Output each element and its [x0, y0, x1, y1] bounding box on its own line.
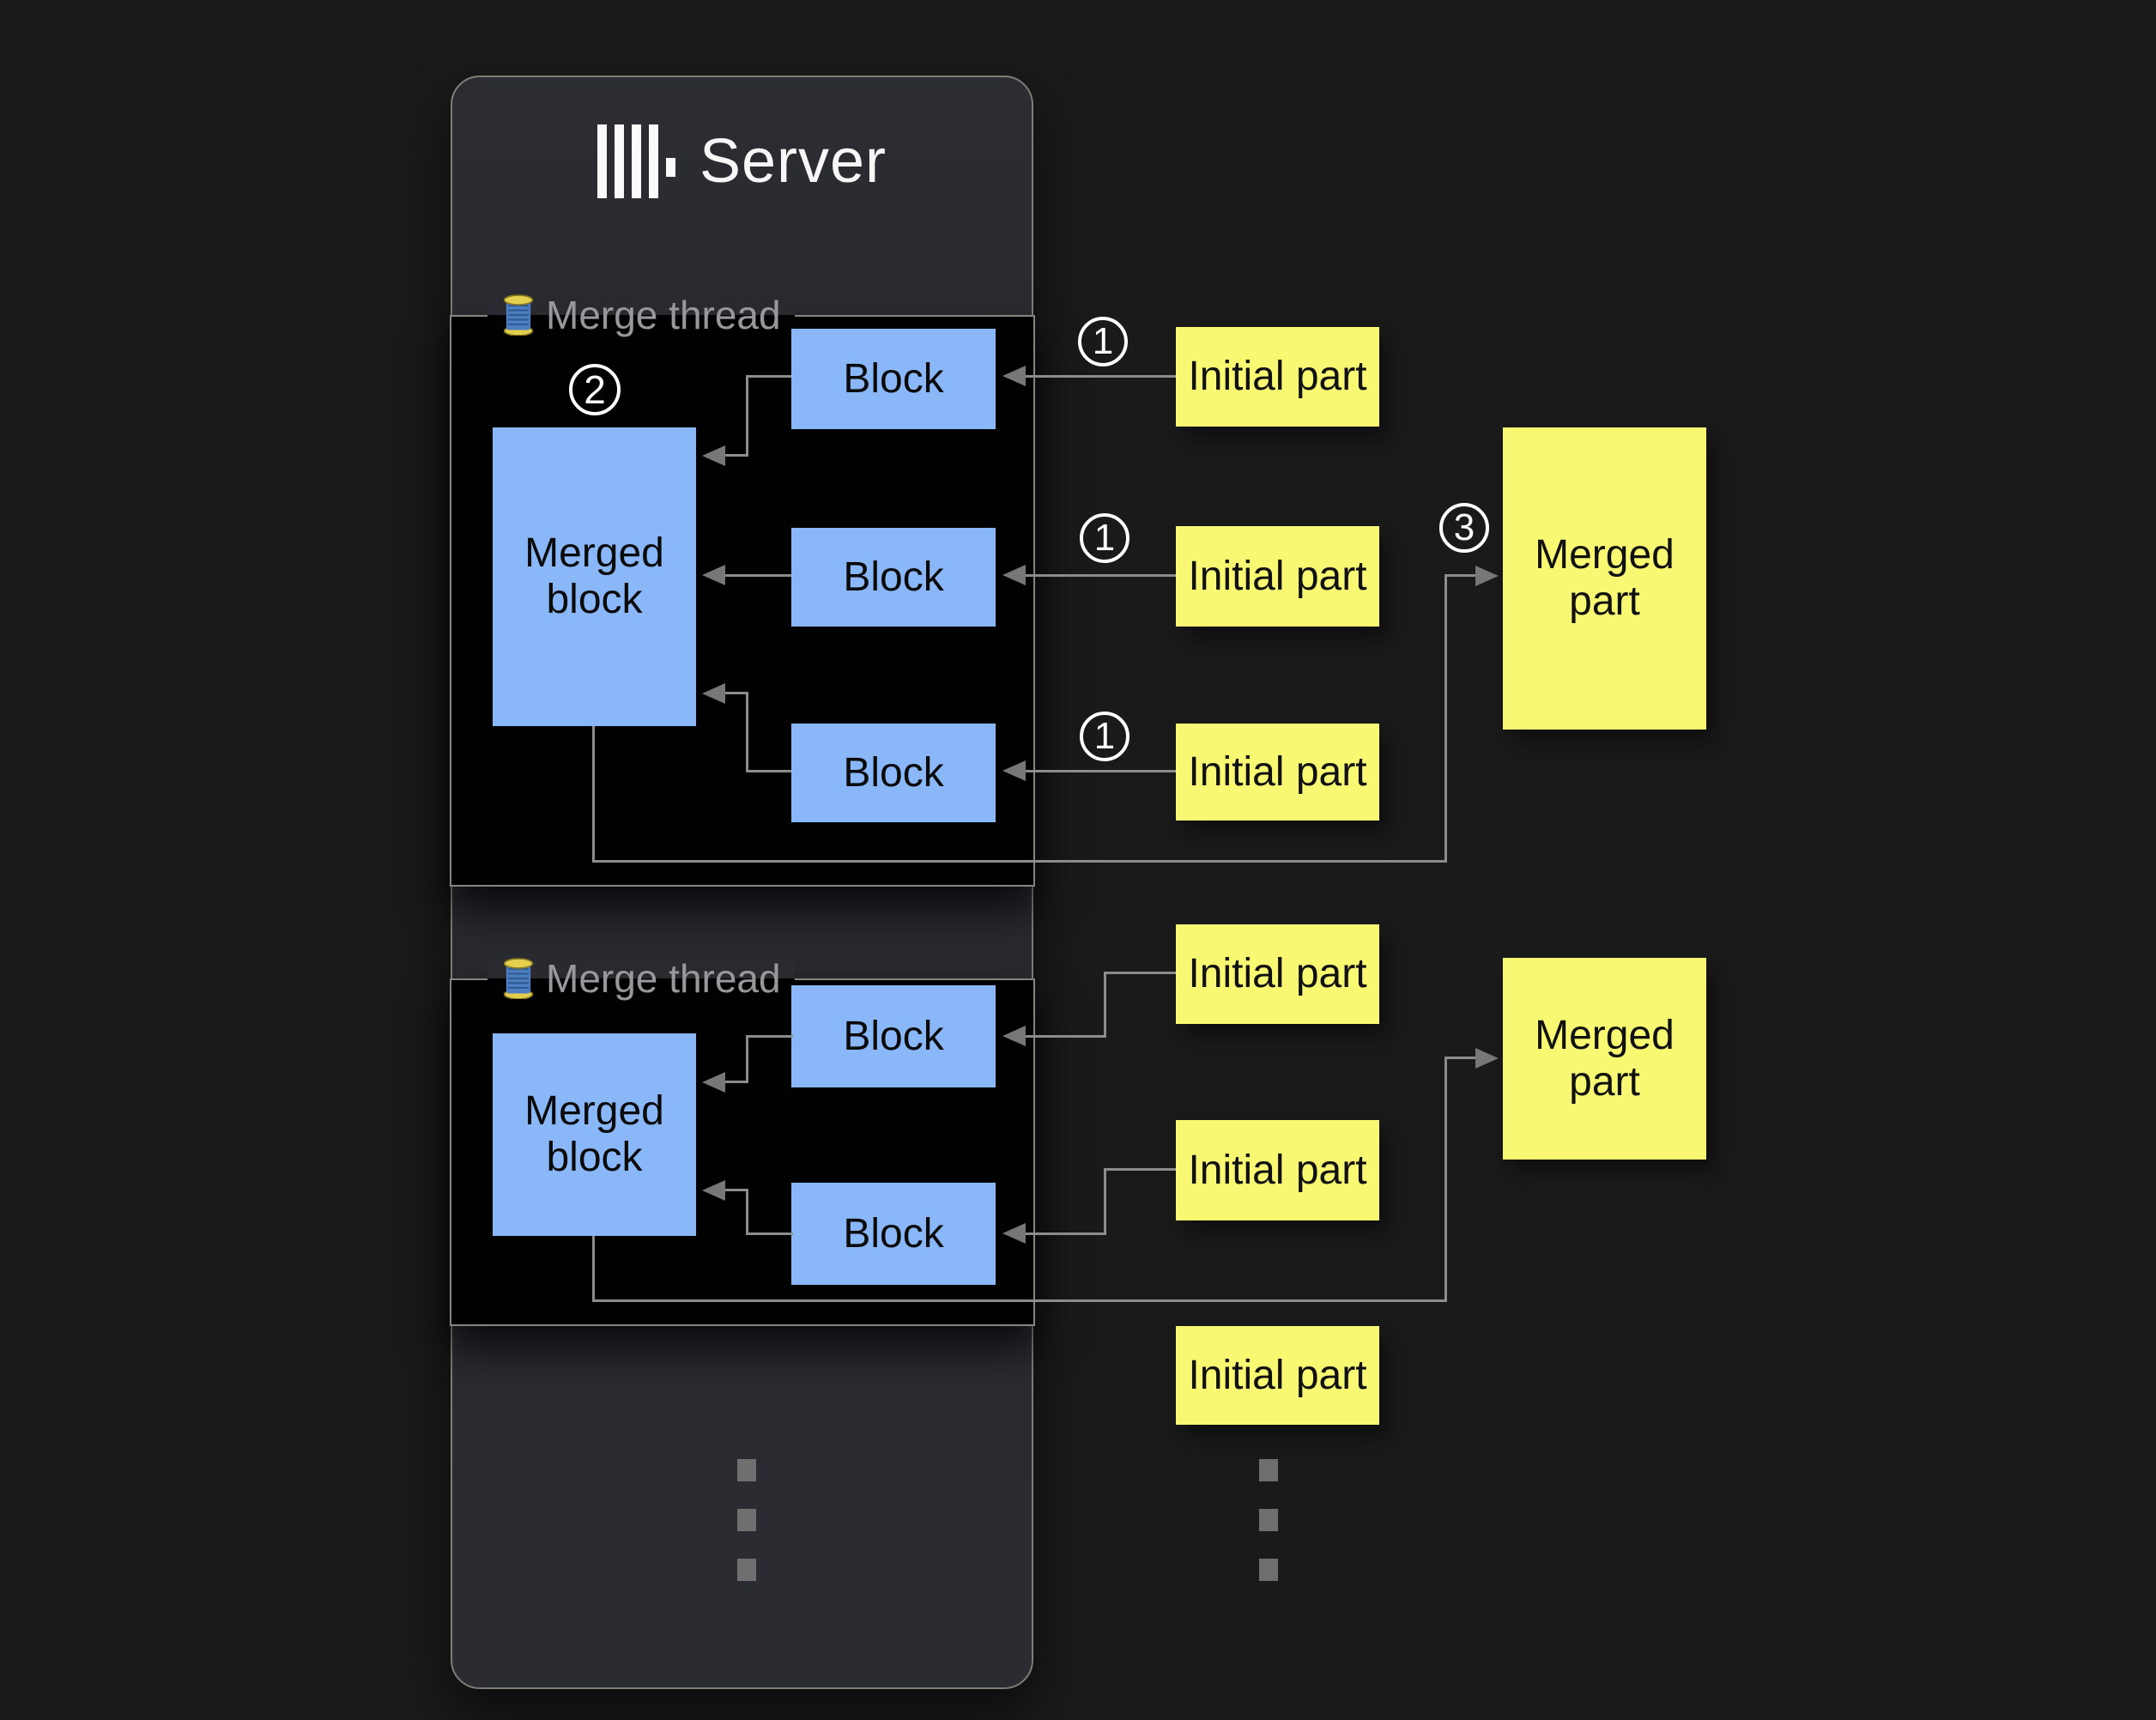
initial-part-2: Initial part	[1176, 526, 1379, 627]
connector-line	[1025, 770, 1176, 772]
connector-line	[724, 692, 748, 694]
block-3: Block	[791, 724, 996, 822]
ellipsis-dot	[737, 1509, 756, 1531]
arrowhead-icon	[1475, 1048, 1499, 1069]
connector-line	[1104, 1168, 1176, 1171]
connector-line	[724, 454, 748, 457]
connector-line	[724, 1081, 748, 1083]
server-title-label: Server	[699, 127, 887, 196]
server-title: Server	[451, 110, 1033, 213]
step-badge-1a: 1	[1078, 317, 1128, 366]
ellipsis-dot	[737, 1459, 756, 1481]
arrowhead-icon	[702, 445, 725, 466]
connector-line	[746, 375, 791, 378]
connector-line	[1444, 1057, 1447, 1302]
connector-line	[746, 1035, 793, 1038]
arrowhead-icon	[702, 1072, 725, 1093]
step-badge-1b: 1	[1080, 513, 1129, 563]
merge-thread-label: Merge thread	[546, 293, 781, 337]
merge-thread-header-2: Merge thread	[488, 954, 795, 1002]
arrowhead-icon	[702, 683, 725, 704]
connector-line	[746, 375, 748, 457]
merge-thread-label: Merge thread	[546, 956, 781, 1001]
arrowhead-icon	[1002, 565, 1026, 585]
connector-line	[746, 1035, 748, 1083]
merged-part-1: Merged part	[1503, 427, 1706, 730]
arrowhead-icon	[702, 565, 725, 585]
connector-line	[592, 860, 1447, 863]
merged-part-2: Merged part	[1503, 958, 1706, 1160]
thread-spool-icon	[503, 958, 534, 999]
ellipsis-dot	[1259, 1509, 1278, 1531]
merge-thread-header-1: Merge thread	[488, 291, 795, 339]
clickhouse-logo-icon	[597, 124, 675, 198]
initial-part-4: Initial part	[1176, 924, 1379, 1024]
connector-line	[1104, 972, 1106, 1038]
connector-line	[1444, 575, 1447, 863]
connector-line	[724, 1189, 748, 1191]
arrowhead-icon	[1002, 1026, 1026, 1046]
block-4: Block	[791, 985, 996, 1087]
ellipsis-dot	[737, 1559, 756, 1581]
connector-line	[592, 1236, 595, 1302]
step-badge-1c: 1	[1080, 712, 1129, 761]
connector-line	[746, 770, 791, 772]
arrowhead-icon	[1002, 760, 1026, 781]
arrowhead-icon	[1002, 1223, 1026, 1244]
connector-line	[746, 1232, 793, 1235]
connector-line	[1025, 1232, 1105, 1235]
block-2: Block	[791, 528, 996, 627]
connector-line	[746, 1190, 748, 1235]
initial-part-5: Initial part	[1176, 1120, 1379, 1220]
step-badge-3: 3	[1439, 503, 1489, 553]
initial-part-1: Initial part	[1176, 327, 1379, 427]
merged-block-2: Merged block	[493, 1033, 696, 1236]
arrowhead-icon	[1002, 366, 1026, 386]
ellipsis-dot	[1259, 1559, 1278, 1581]
connector-line	[1025, 574, 1176, 577]
connector-line	[592, 1299, 1447, 1302]
block-5: Block	[791, 1183, 996, 1285]
connector-line	[724, 574, 791, 577]
connector-line	[592, 726, 595, 863]
connector-line	[1444, 574, 1477, 577]
connector-line	[1025, 375, 1176, 378]
connector-line	[1025, 1035, 1105, 1038]
initial-part-3: Initial part	[1176, 724, 1379, 821]
arrowhead-icon	[702, 1180, 725, 1201]
connector-line	[1444, 1057, 1477, 1059]
thread-spool-icon	[503, 294, 534, 336]
block-1: Block	[791, 329, 996, 429]
connector-line	[1104, 1168, 1106, 1235]
merged-block-1: Merged block	[493, 427, 696, 726]
initial-part-6: Initial part	[1176, 1326, 1379, 1425]
arrowhead-icon	[1475, 566, 1499, 586]
ellipsis-dot	[1259, 1459, 1278, 1481]
connector-line	[746, 693, 748, 772]
connector-line	[1104, 972, 1176, 974]
step-badge-2: 2	[569, 364, 621, 415]
